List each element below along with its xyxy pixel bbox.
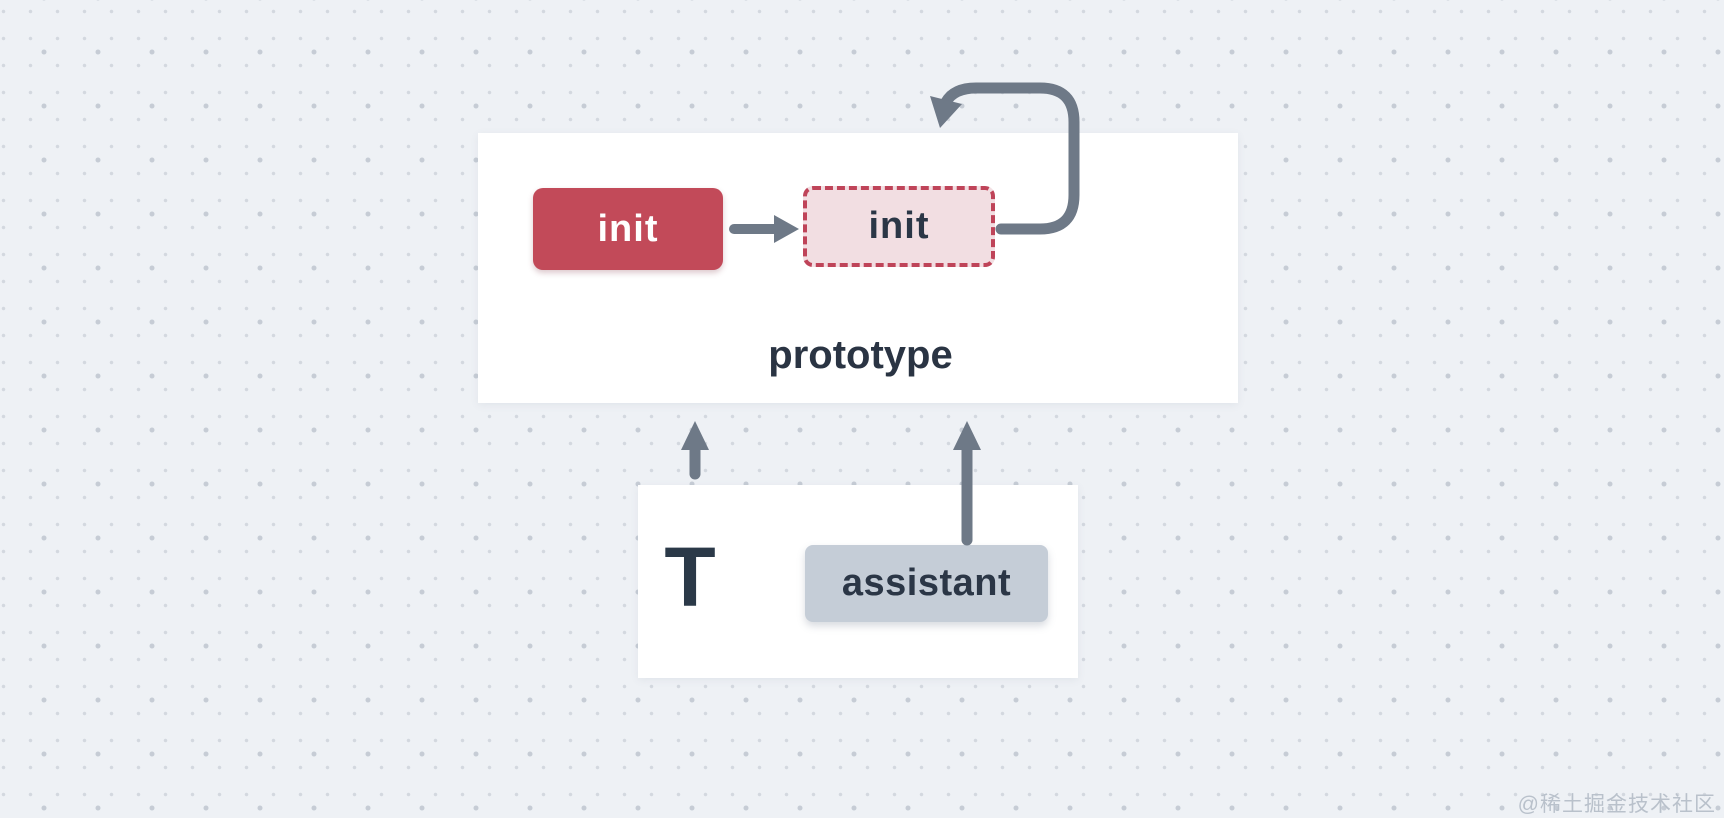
init-method-label: init — [597, 207, 659, 250]
prototype-card-label: prototype — [768, 333, 953, 377]
watermark: @稀土掘金技术社区 — [1517, 793, 1716, 816]
assistant-method-label: assistant — [841, 562, 1012, 604]
init-prototype-label: init — [868, 205, 930, 247]
type-t-label: T — [664, 530, 716, 624]
init-method-box: init — [533, 188, 723, 270]
up-arrow-left-icon — [681, 421, 709, 480]
init-prototype-box: init — [803, 186, 995, 267]
assistant-method-box: assistant — [805, 545, 1048, 622]
